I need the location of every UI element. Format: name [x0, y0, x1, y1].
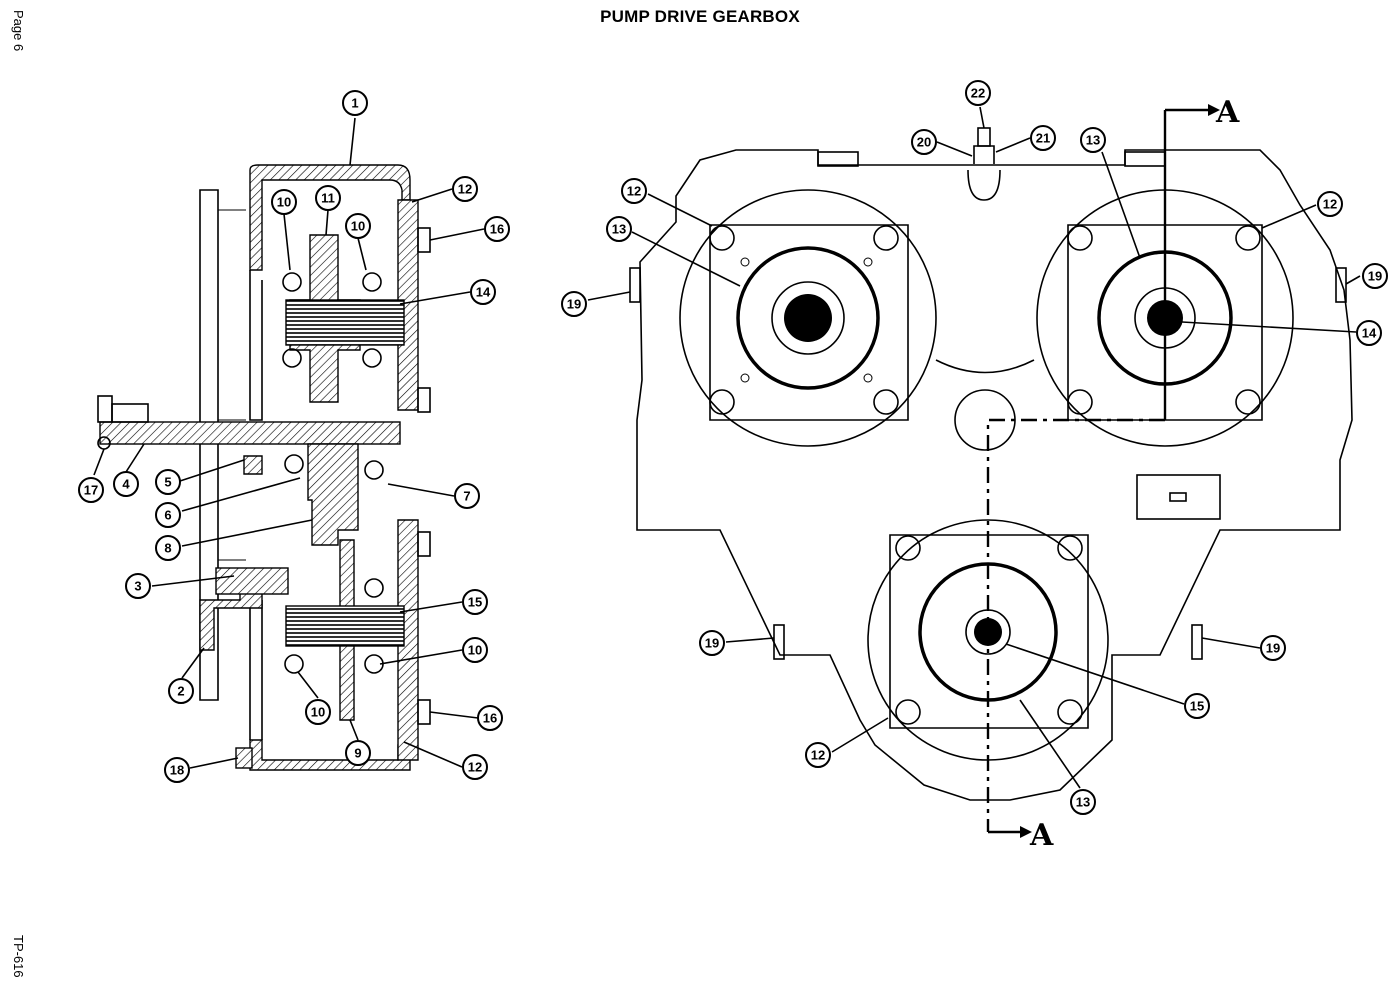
callout-4: 4 [113, 471, 139, 497]
callout-12-lower: 12 [805, 742, 831, 768]
svg-text:11: 11 [321, 191, 335, 206]
callout-1: 1 [342, 90, 368, 116]
svg-text:15: 15 [468, 595, 482, 610]
callout-19-right: 19 [1362, 263, 1388, 289]
callout-13-top-right: 13 [1080, 127, 1106, 153]
callout-7: 7 [454, 483, 480, 509]
callout-10-upper-left: 10 [271, 189, 297, 215]
svg-text:10: 10 [468, 643, 482, 658]
svg-text:19: 19 [1266, 641, 1280, 656]
svg-text:10: 10 [351, 219, 365, 234]
svg-text:21: 21 [1036, 131, 1050, 146]
svg-text:12: 12 [627, 184, 641, 199]
callout-16-top: 16 [484, 216, 510, 242]
callout-13-lower: 13 [1070, 789, 1096, 815]
svg-text:13: 13 [612, 222, 626, 237]
callout-17: 17 [78, 477, 104, 503]
callout-15-left: 15 [462, 589, 488, 615]
svg-text:9: 9 [354, 746, 361, 761]
svg-text:7: 7 [463, 489, 470, 504]
callout-12-top-left: 12 [621, 178, 647, 204]
callout-15-right: 15 [1184, 693, 1210, 719]
callout-12-top-right: 12 [1317, 191, 1343, 217]
svg-text:8: 8 [164, 541, 171, 556]
front-view: A A [629, 95, 1353, 853]
callout-22: 22 [965, 80, 991, 106]
section-marker-bottom: A [1029, 818, 1054, 853]
svg-text:12: 12 [458, 182, 472, 197]
callout-3: 3 [125, 573, 151, 599]
svg-text:18: 18 [170, 763, 184, 778]
callout-19-left: 19 [561, 291, 587, 317]
callout-10-lower-right: 10 [462, 637, 488, 663]
callout-19-lower-left: 19 [699, 630, 725, 656]
svg-text:22: 22 [971, 86, 985, 101]
svg-text:13: 13 [1086, 133, 1100, 148]
svg-text:4: 4 [122, 477, 130, 492]
svg-text:19: 19 [567, 297, 581, 312]
callout-8: 8 [155, 535, 181, 561]
svg-text:5: 5 [164, 475, 171, 490]
callout-12-top: 12 [452, 176, 478, 202]
svg-text:16: 16 [483, 711, 497, 726]
svg-text:2: 2 [177, 684, 184, 699]
callout-11: 11 [315, 185, 341, 211]
svg-text:3: 3 [134, 579, 141, 594]
callout-20: 20 [911, 129, 937, 155]
svg-text:14: 14 [1362, 326, 1377, 341]
svg-text:13: 13 [1076, 795, 1090, 810]
svg-text:19: 19 [1368, 269, 1382, 284]
callout-14-right: 14 [1356, 320, 1382, 346]
callout-16-bottom: 16 [477, 705, 503, 731]
svg-text:10: 10 [311, 705, 325, 720]
svg-text:12: 12 [811, 748, 825, 763]
callout-12-bottom-left: 12 [462, 754, 488, 780]
section-marker-top: A [1215, 95, 1240, 130]
callout-13-top-left: 13 [606, 216, 632, 242]
svg-text:12: 12 [468, 760, 482, 775]
svg-text:17: 17 [84, 483, 98, 498]
svg-text:10: 10 [277, 195, 291, 210]
svg-text:14: 14 [476, 285, 491, 300]
callout-9: 9 [345, 740, 371, 766]
callout-21: 21 [1030, 125, 1056, 151]
callout-18: 18 [164, 757, 190, 783]
page-title: PUMP DRIVE GEARBOX [600, 7, 800, 26]
leader-lines [93, 106, 1361, 789]
svg-text:15: 15 [1190, 699, 1204, 714]
svg-text:16: 16 [490, 222, 504, 237]
callout-14-left: 14 [470, 279, 496, 305]
callout-6: 6 [155, 502, 181, 528]
svg-text:20: 20 [917, 135, 931, 150]
svg-text:19: 19 [705, 636, 719, 651]
callouts: 1 10 11 10 12 16 14 17 4 5 6 7 8 3 15 10… [78, 80, 1388, 815]
svg-text:6: 6 [164, 508, 171, 523]
svg-text:1: 1 [351, 96, 358, 111]
section-view [97, 164, 431, 771]
callout-10-lower-left: 10 [305, 699, 331, 725]
svg-text:12: 12 [1323, 197, 1337, 212]
callout-2: 2 [168, 678, 194, 704]
callout-10-upper-right: 10 [345, 213, 371, 239]
callout-19-lower-right: 19 [1260, 635, 1286, 661]
callout-5: 5 [155, 469, 181, 495]
